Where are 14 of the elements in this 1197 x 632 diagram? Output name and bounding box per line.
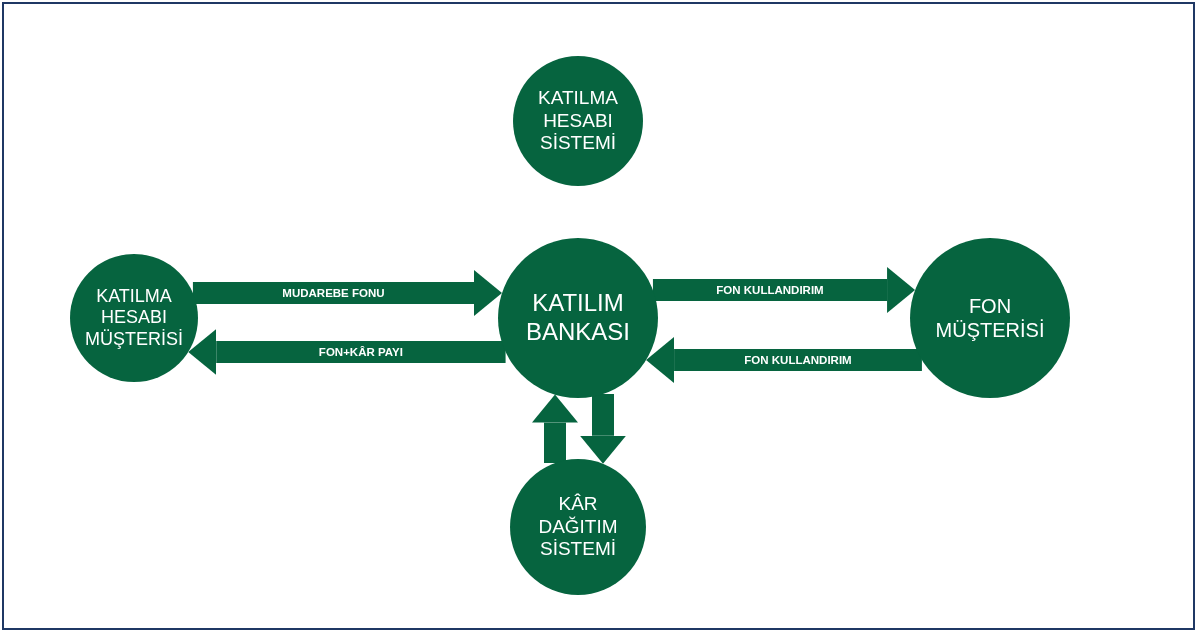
node-label: FON MÜŞTERİSİ <box>934 294 1046 342</box>
block-arrow <box>532 394 578 463</box>
edge-label: FON KULLANDIRIM <box>716 284 824 296</box>
block-arrow <box>580 394 626 464</box>
node-label: KATILIM BANKASI <box>524 289 631 347</box>
edge-label: MUDAREBE FONU <box>282 287 385 299</box>
node-label: KÂR DAĞITIM SİSTEMİ <box>537 492 619 562</box>
edge-label: FON+KÂR PAYI <box>318 346 403 358</box>
block-arrow <box>188 329 506 375</box>
block-arrow <box>652 267 916 313</box>
node-label: KATILMA HESABI SİSTEMİ <box>537 86 619 156</box>
block-arrow <box>192 270 502 316</box>
edge-label: FON KULLANDIRIM <box>744 354 852 366</box>
node-label: KATILMA HESABI MÜŞTERİSİ <box>84 285 184 351</box>
